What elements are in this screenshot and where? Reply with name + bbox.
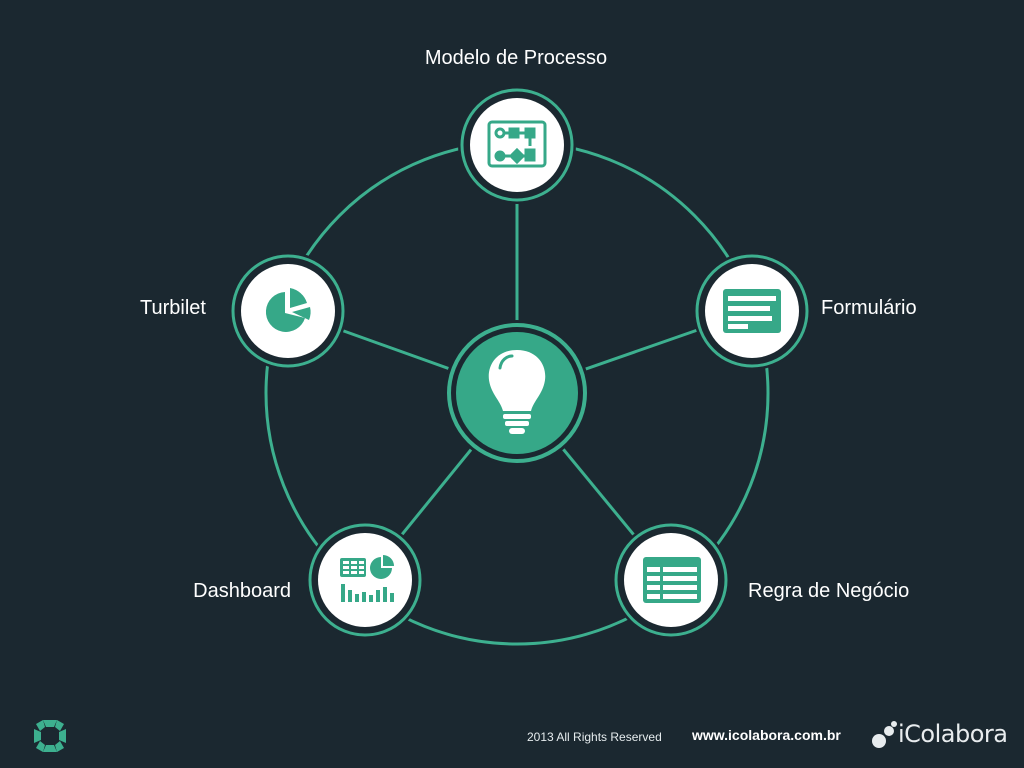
node-label-formulario: Formulário — [821, 297, 917, 319]
footer-copyright: 2013 All Rights Reserved — [527, 730, 662, 744]
node-dashboard — [306, 521, 424, 639]
pie-chart-icon — [265, 288, 311, 332]
table-icon — [643, 557, 701, 603]
node-formulario — [693, 252, 811, 370]
brand-mark-icon — [872, 721, 897, 748]
footer-logo-icon — [34, 720, 66, 752]
node-label-regra: Regra de Negócio — [748, 580, 910, 602]
form-icon — [723, 289, 781, 333]
process-flow-icon — [487, 120, 547, 168]
lightbulb-icon — [488, 350, 546, 434]
node-label-modelo: Modelo de Processo — [424, 47, 608, 69]
node-label-dashboard: Dashboard — [193, 580, 291, 602]
dashboard-icon — [340, 555, 394, 602]
node-label-turbilet: Turbilet — [140, 297, 206, 319]
node-modelo — [458, 86, 576, 204]
node-regra — [612, 521, 730, 639]
brand-logo-text: iColabora — [898, 720, 1008, 748]
footer-website-link[interactable]: www.icolabora.com.br — [692, 727, 841, 743]
center-node — [444, 320, 590, 466]
node-turbilet — [229, 252, 347, 370]
